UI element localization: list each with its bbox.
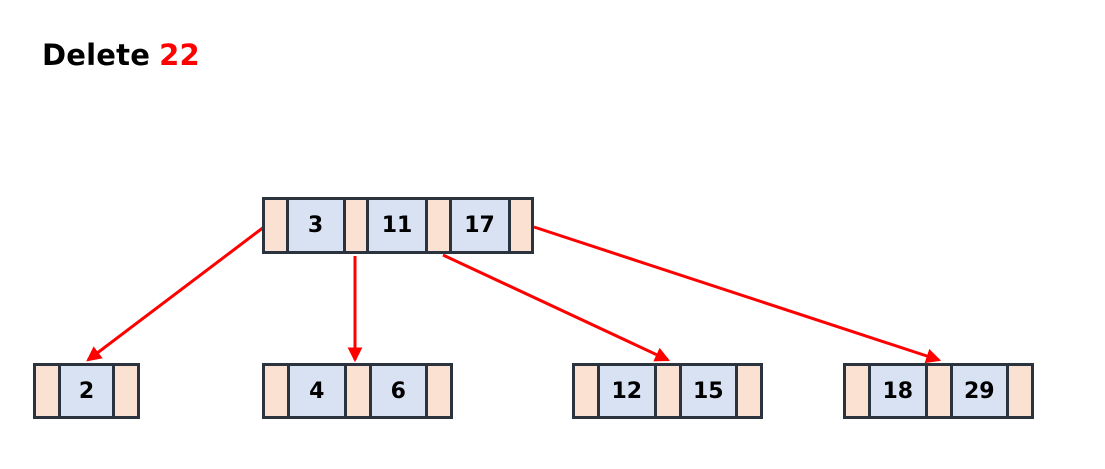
- leaf-node-4-key-0: 18: [868, 366, 928, 416]
- edge-root-to-leaf-1: [86, 225, 265, 362]
- title-key-value: 22: [159, 38, 200, 72]
- leaf-node-3-key-1: 15: [678, 366, 738, 416]
- root-node-key-1: 11: [366, 200, 428, 251]
- leaf-node-3-pointer-0: [575, 366, 597, 416]
- root-node-pointer-1: [345, 200, 366, 251]
- leaf-node-3-pointer-1: [656, 366, 679, 416]
- leaf-node-3: 12 15: [572, 363, 763, 419]
- leaf-node-2-key-1: 6: [368, 366, 428, 416]
- leaf-node-1-pointer-1: [115, 366, 137, 416]
- leaf-node-3-key-0: 12: [597, 366, 657, 416]
- root-node-key-2: 17: [448, 200, 511, 251]
- title-action-label: Delete: [42, 38, 151, 72]
- leaf-node-1-key-0: 2: [58, 366, 115, 416]
- root-node-pointer-0: [265, 200, 286, 251]
- leaf-node-2-pointer-2: [428, 366, 450, 416]
- leaf-node-4-pointer-2: [1009, 366, 1031, 416]
- leaf-node-2-pointer-1: [346, 366, 369, 416]
- leaf-node-1-pointer-0: [36, 366, 58, 416]
- edge-root-to-leaf-4: [533, 225, 942, 364]
- leaf-node-4-key-1: 29: [949, 366, 1009, 416]
- leaf-node-4-pointer-1: [927, 366, 950, 416]
- leaf-node-1: 2: [33, 363, 140, 419]
- root-node-key-0: 3: [285, 200, 346, 251]
- root-node: 3 11 17: [262, 197, 534, 254]
- root-node-pointer-3: [510, 200, 531, 251]
- edge-root-to-leaf-3: [442, 253, 671, 362]
- leaf-node-4-pointer-0: [846, 366, 868, 416]
- leaf-node-2-key-0: 4: [287, 366, 347, 416]
- leaf-node-2-pointer-0: [265, 366, 287, 416]
- leaf-node-3-pointer-2: [738, 366, 760, 416]
- root-node-pointer-2: [428, 200, 449, 251]
